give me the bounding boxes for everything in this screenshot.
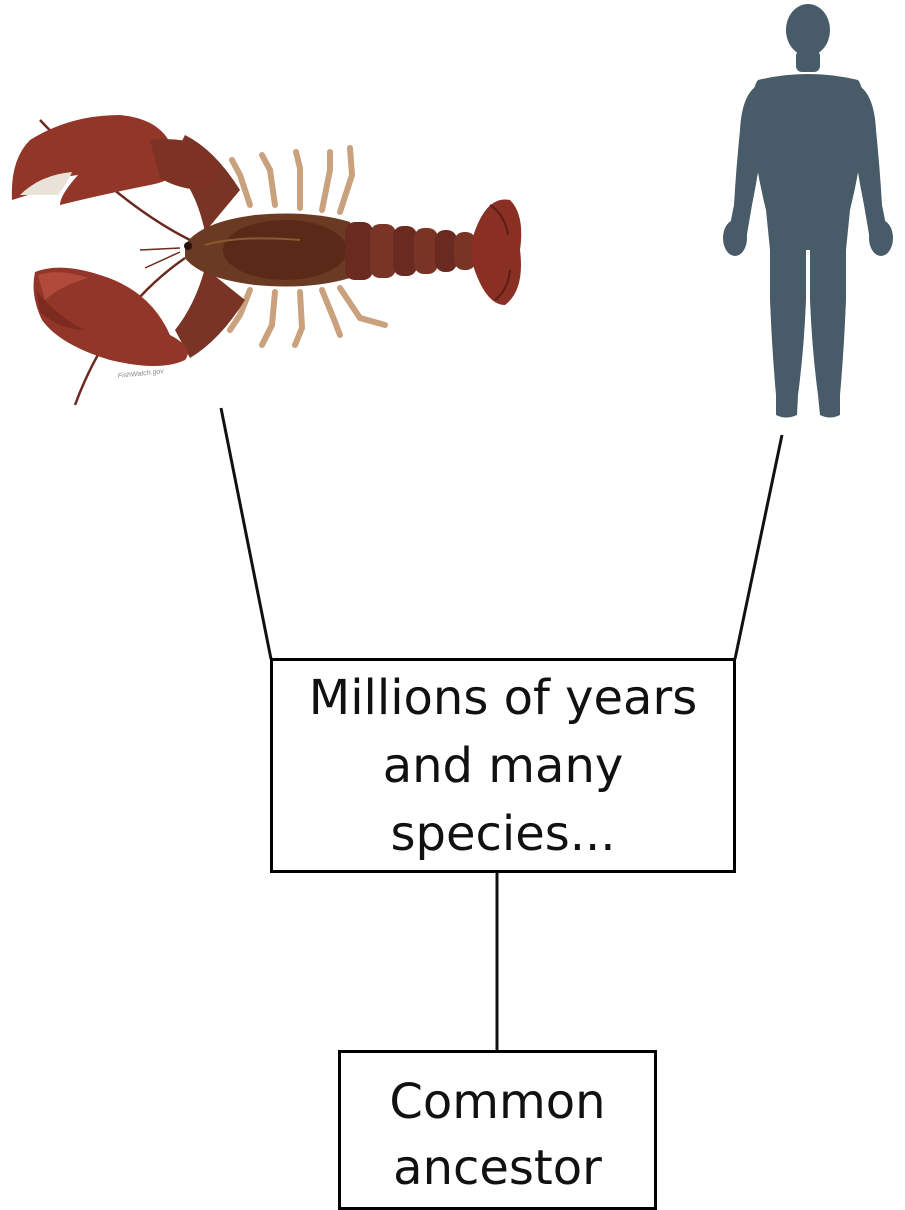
lobster-tail (345, 200, 521, 306)
millions-of-years-box: Millions of years and many species... (270, 658, 736, 873)
common-ancestor-box: Common ancestor (338, 1050, 657, 1210)
ancestor-box-line-1: Common (389, 1069, 605, 1135)
connector-line-human (735, 435, 782, 659)
millions-box-line-1: Millions of years (309, 664, 697, 732)
human-silhouette (723, 4, 893, 418)
ancestor-box-line-2: ancestor (393, 1135, 602, 1201)
millions-box-line-3: species... (390, 800, 615, 868)
lobster-watermark: FishWatch.gov (117, 368, 164, 380)
connector-line-lobster (221, 408, 271, 659)
lobster-illustration: FishWatch.gov (12, 115, 521, 405)
millions-box-line-2: and many (383, 732, 624, 800)
